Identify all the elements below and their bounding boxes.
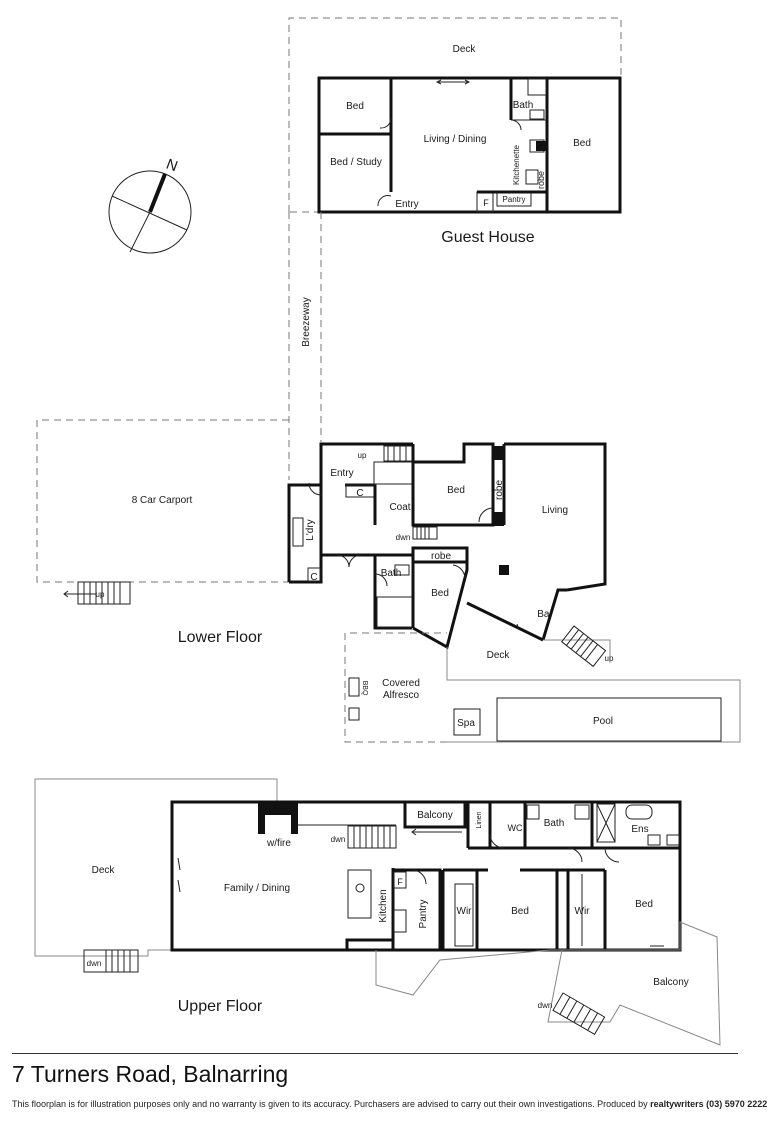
- upper-floor-plan: [34, 778, 721, 1046]
- guest-pantry-label: Pantry: [502, 195, 525, 204]
- compass-needle-south: [129, 211, 151, 253]
- guest-bed-study-label: Bed / Study: [330, 157, 382, 168]
- disclaimer-body: This floorplan is for illustration purpo…: [12, 1099, 651, 1109]
- guest-robe-label: robe: [536, 171, 546, 189]
- wir-1-label: Wir: [457, 906, 473, 917]
- lower-entry-stairs-label: up: [358, 451, 367, 460]
- guest-entry-label: Entry: [395, 199, 418, 210]
- upper-fridge-label: F: [397, 877, 403, 887]
- floorplan-drawing: Deck Bed Bed / Study Living / Dining Bat…: [34, 17, 741, 1046]
- cupboard-1-label: C: [356, 488, 363, 499]
- footer-rule: [12, 1053, 738, 1054]
- upper-pantry-label: Pantry: [418, 900, 429, 929]
- laundry-label: L'dry: [305, 519, 316, 540]
- carport-label: 8 Car Carport: [132, 495, 193, 506]
- breezeway-outline: [288, 212, 322, 480]
- upper-balcony-stairs-label: dwn: [538, 1001, 553, 1010]
- bbq-label: BBQ: [361, 681, 368, 696]
- breezeway-label: Breezeway: [301, 297, 312, 346]
- lower-bed-1-label: Bed: [447, 485, 465, 496]
- upper-bed-1-label: Bed: [511, 906, 529, 917]
- pool-label: Pool: [593, 716, 613, 727]
- lower-living-label: Living: [542, 505, 568, 516]
- guest-house-title: Guest House: [441, 229, 534, 246]
- wood-fire-label: w/fire: [266, 838, 291, 849]
- guest-living-dining-label: Living / Dining: [424, 134, 487, 145]
- compass-circle: [108, 170, 192, 254]
- kitchen-label: Kitchen: [378, 889, 389, 922]
- guest-bath-label: Bath: [513, 100, 534, 111]
- upper-balcony-2-label: Balcony: [653, 977, 689, 988]
- lower-robe-2-label: robe: [494, 480, 505, 500]
- guest-bed-2-label: Bed: [573, 138, 591, 149]
- guest-house-plan: [288, 17, 622, 214]
- lower-stairs-down-label: dwn: [396, 533, 411, 542]
- lower-entry-label: Entry: [330, 468, 353, 479]
- carport-stairs-label: up: [96, 590, 105, 599]
- property-address: 7 Turners Road, Balnarring: [12, 1061, 289, 1087]
- ensuite-label: Ens: [631, 824, 648, 835]
- bar-label: Bar: [537, 609, 553, 620]
- compass: [108, 170, 192, 254]
- wir-2-label: Wir: [575, 906, 591, 917]
- cupboard-2-label: C: [310, 572, 317, 583]
- producer-credit: realtywriters (03) 5970 2222: [650, 1099, 767, 1109]
- compass-north-label: N: [164, 156, 180, 176]
- compass-needle-north: [148, 173, 167, 213]
- upper-stairs-down-label: dwn: [331, 835, 346, 844]
- disclaimer-text: This floorplan is for illustration purpo…: [12, 1099, 767, 1109]
- guest-fridge-label: F: [483, 198, 489, 208]
- guest-deck-label: Deck: [453, 44, 477, 55]
- wc-label: WC: [508, 823, 523, 833]
- upper-deck-label: Deck: [92, 865, 116, 876]
- coat-label: Coat: [389, 502, 410, 513]
- upper-deck-stairs-label: dwn: [87, 959, 102, 968]
- upper-bed-2-label: Bed: [635, 899, 653, 910]
- lower-bath-label: Bath: [381, 568, 402, 579]
- spa-label: Spa: [457, 718, 475, 729]
- upper-floor-title: Upper Floor: [178, 998, 263, 1015]
- lower-deck-label: Deck: [487, 650, 511, 661]
- linen-label: Linen: [476, 811, 483, 828]
- lower-bed-2-label: Bed: [431, 588, 449, 599]
- upper-balcony-1-label: Balcony: [417, 810, 453, 821]
- family-dining-label: Family / Dining: [224, 883, 290, 894]
- lower-floor-title: Lower Floor: [178, 629, 263, 646]
- guest-bed-1-label: Bed: [346, 101, 364, 112]
- guest-kitchenette-label: Kitchenette: [512, 144, 521, 185]
- compass-crossline: [111, 195, 188, 231]
- lower-robe-1-label: robe: [431, 551, 451, 562]
- lower-floor-plan: [36, 419, 741, 743]
- lower-deck-stairs-label: up: [605, 654, 614, 663]
- upper-bath-label: Bath: [544, 818, 565, 829]
